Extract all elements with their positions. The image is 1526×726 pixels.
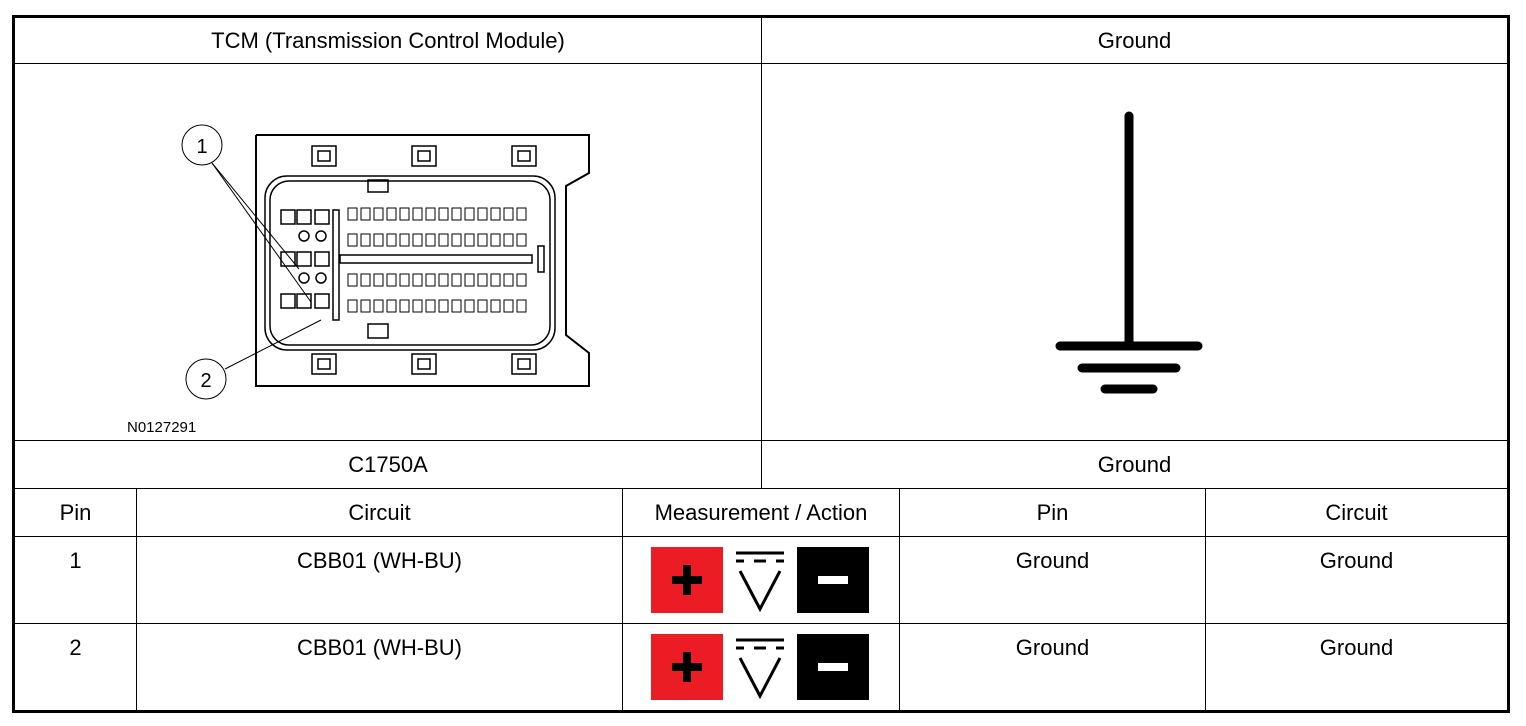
negative-probe-icon [797,634,869,700]
pin-cavity [360,299,371,313]
pin-cavity [347,207,358,221]
tcm-header: TCM (Transmission Control Module) [211,27,565,53]
figure-code: N0127291 [127,419,196,436]
pin-cavity [477,273,488,287]
row-1-pin: 1 [69,548,82,573]
pin-cavity [373,207,384,221]
pin-cavity [438,233,449,247]
positive-probe-icon [651,634,723,700]
pinpoint-test-table: TCM (Transmission Control Module) Ground [12,15,1510,713]
ground-symbol-cell [762,64,1507,440]
pin-cavity [425,233,436,247]
connector-id: C1750A [348,451,428,477]
row-divider [15,488,1507,489]
row-2-ground-pin: Ground [1015,635,1090,660]
pin-cavity [490,233,501,247]
row-1-ground-pin: Ground [1015,548,1090,573]
dc-voltage-icon [723,634,797,700]
pin-cavity [451,273,462,287]
pin-cavity [516,299,527,313]
pin-cavity [438,207,449,221]
pin-cavity [503,233,514,247]
column-header-ground-circuit: Circuit [1325,499,1388,525]
pin-cavity [438,273,449,287]
pin-cavity [386,233,397,247]
connector-face-diagram: 1 2 N0127291 [127,124,590,436]
pin-cavity [477,299,488,313]
pin-cavity [464,233,475,247]
pin-cavity [464,207,475,221]
pin-cavity [347,273,358,287]
pin-cavity [412,299,423,313]
column-header-circuit: Circuit [348,499,411,525]
positive-probe-icon [651,547,723,613]
pin-cavity [373,273,384,287]
column-divider [136,488,137,710]
pin-cavity [399,299,410,313]
pin-cavity [516,233,527,247]
pin-cavity [477,233,488,247]
column-divider [622,488,623,710]
column-header-pin: Pin [59,499,92,525]
pin-cavity [425,273,436,287]
row-2-dc-voltmeter-icon [651,634,869,700]
row-2-ground-circuit: Ground [1319,635,1394,660]
pin-cavity [438,299,449,313]
row-divider [15,623,1507,624]
pin-cavity [373,299,384,313]
pin-cavity [503,207,514,221]
ground-symbol-icon [1055,111,1203,394]
pin-cavity [399,273,410,287]
pin-cavity [503,273,514,287]
pin-cavity [360,233,371,247]
pin-cavity [425,207,436,221]
pin-cavity [451,299,462,313]
ground-subheader: Ground [1097,451,1172,477]
row-1-dc-voltmeter-icon [651,547,869,613]
callout-2-label: 2 [200,370,211,392]
pin-cavity [451,207,462,221]
connector-diagram-cell: 1 2 N0127291 [15,64,761,440]
column-divider [1205,488,1206,710]
ground-header: Ground [1097,27,1172,53]
pin-cavity [412,273,423,287]
pin-cavity [347,233,358,247]
column-header-measurement: Measurement / Action [654,499,868,525]
pin-cavity [360,273,371,287]
pin-cavity [490,207,501,221]
pin-cavity [347,299,358,313]
pin-cavity [464,273,475,287]
negative-probe-icon [797,547,869,613]
pin-cavity [477,207,488,221]
row-divider [15,536,1507,537]
pin-cavity [490,273,501,287]
pin-cavity [412,207,423,221]
callout-1-label: 1 [196,136,207,158]
row-2-pin: 2 [69,635,82,660]
dc-voltage-icon [723,547,797,613]
pin-cavity [464,299,475,313]
row-2-circuit: CBB01 (WH-BU) [296,635,462,660]
pin-cavity [386,273,397,287]
pin-cavity [516,207,527,221]
pin-cavity [425,299,436,313]
row-1-circuit: CBB01 (WH-BU) [296,548,462,573]
pin-cavity [503,299,514,313]
pin-cavity [490,299,501,313]
row-1-ground-circuit: Ground [1319,548,1394,573]
pin-cavity [386,299,397,313]
pin-cavity [386,207,397,221]
pin-cavity [516,273,527,287]
pin-cavity [399,207,410,221]
pin-cavity [373,233,384,247]
pin-cavity [360,207,371,221]
pin-cavity [412,233,423,247]
column-divider [761,18,762,488]
column-divider [899,488,900,710]
pin-cavity [451,233,462,247]
pin-cavity [399,233,410,247]
column-header-ground-pin: Pin [1036,499,1069,525]
